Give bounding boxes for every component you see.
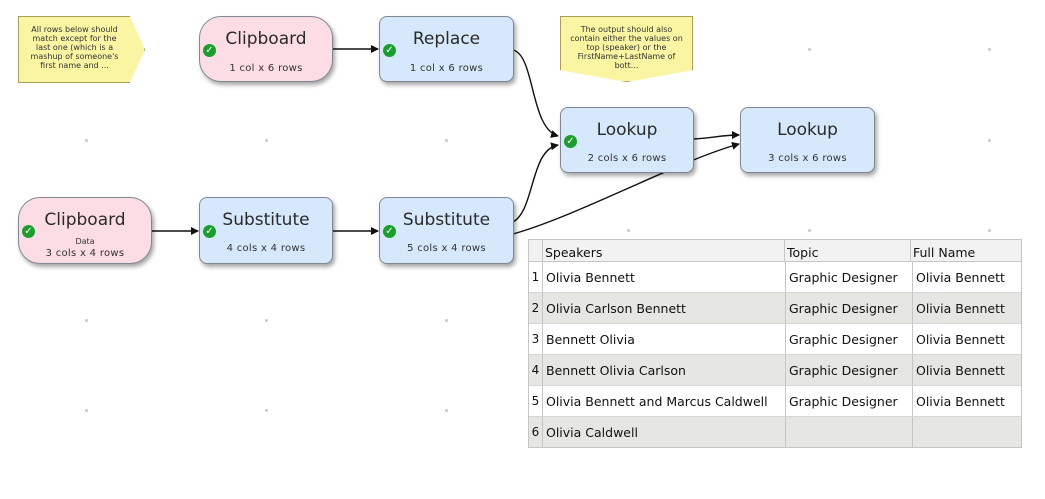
cell-full-name[interactable]: Olivia Bennett: [916, 393, 1005, 409]
cell-topic[interactable]: Graphic Designer: [786, 386, 913, 416]
table-row[interactable]: 1 Olivia Bennett Graphic Designer Olivia…: [529, 262, 1021, 293]
cell-full-name[interactable]: [913, 417, 1021, 447]
cell-topic[interactable]: Graphic Designer: [786, 293, 913, 323]
node-title: Substitute: [222, 210, 310, 230]
cell-speakers[interactable]: Olivia Bennett and Marcus Caldwell: [543, 386, 786, 416]
grid-dot: [808, 229, 811, 232]
grid-dot: [85, 139, 88, 142]
table-row[interactable]: 4 Bennett Olivia Carlson Graphic Designe…: [529, 355, 1021, 386]
cell-topic[interactable]: [786, 417, 913, 447]
column-header-full-name[interactable]: Full Name: [913, 245, 976, 260]
cell-speakers[interactable]: Bennett Olivia: [543, 324, 786, 354]
node-replace[interactable]: ✓ Replace 1 col x 6 rows: [379, 16, 514, 82]
grid-dot: [265, 409, 268, 412]
node-clipboard-data[interactable]: ✓ Clipboard Data 3 cols x 4 rows: [18, 197, 152, 264]
row-index: 3: [529, 324, 543, 354]
grid-dot: [988, 139, 991, 142]
node-size: 3 cols x 6 rows: [768, 153, 847, 164]
row-index: 2: [529, 293, 543, 323]
check-icon: ✓: [564, 135, 577, 148]
check-icon: ✓: [383, 44, 396, 57]
grid-dot: [445, 409, 448, 412]
node-title: Substitute: [402, 210, 491, 230]
grid-dot: [85, 319, 88, 322]
node-size: 1 col x 6 rows: [409, 63, 484, 74]
grid-dot: [627, 229, 630, 232]
cell-topic[interactable]: Graphic Designer: [786, 262, 913, 292]
row-index: 1: [529, 262, 543, 292]
node-title: Lookup: [596, 120, 658, 140]
note-left-text: All rows below should match except for t…: [30, 25, 119, 70]
node-title: Clipboard: [44, 210, 126, 230]
check-icon: ✓: [383, 225, 396, 238]
node-clipboard-top[interactable]: ✓ Clipboard 1 col x 6 rows: [199, 16, 333, 82]
row-index: 5: [529, 386, 543, 416]
column-header-topic[interactable]: Topic: [785, 240, 911, 261]
node-lookup-1[interactable]: ✓ Lookup 2 cols x 6 rows: [560, 107, 694, 173]
cell-topic[interactable]: Graphic Designer: [786, 355, 913, 385]
check-icon: ✓: [203, 44, 216, 57]
node-lookup-2[interactable]: Lookup 3 cols x 6 rows: [740, 107, 875, 173]
node-size: 2 cols x 6 rows: [587, 153, 667, 164]
grid-dot: [445, 139, 448, 142]
table-row[interactable]: 5 Olivia Bennett and Marcus Caldwell Gra…: [529, 386, 1021, 417]
check-icon: ✓: [22, 225, 35, 238]
check-icon: ✓: [203, 225, 216, 238]
cell-full-name[interactable]: Olivia Bennett: [916, 269, 1005, 285]
node-substitute-1[interactable]: ✓ Substitute 4 cols x 4 rows: [199, 197, 333, 264]
grid-dot: [988, 229, 991, 232]
note-right-text: The output should also contain either th…: [570, 25, 683, 70]
node-size: 3 cols x 4 rows: [45, 248, 125, 259]
cell-speakers[interactable]: Bennett Olivia Carlson: [543, 355, 786, 385]
cell-full-name[interactable]: Olivia Bennett: [916, 300, 1005, 316]
cell-speakers[interactable]: Olivia Carlson Bennett: [543, 293, 786, 323]
connector-lookup1-to-lookup2: [692, 131, 740, 140]
connector-substitute2-to-lookup1: [512, 142, 559, 223]
grid-dot: [988, 48, 991, 51]
cell-full-name[interactable]: Olivia Bennett: [916, 362, 1005, 378]
node-size: 1 col x 6 rows: [229, 63, 303, 74]
row-index: 6: [529, 417, 543, 447]
cell-speakers[interactable]: Olivia Bennett: [543, 262, 786, 292]
node-size: 5 cols x 4 rows: [407, 243, 486, 254]
node-label: Data: [75, 237, 95, 246]
connector-substitute2-to-lookup2: [512, 141, 740, 235]
grid-dot: [265, 319, 268, 322]
result-table[interactable]: Speakers Topic Full Name 1 Olivia Bennet…: [528, 239, 1022, 448]
note-left[interactable]: All rows below should match except for t…: [18, 16, 145, 83]
row-index-header: [529, 240, 543, 261]
node-title: Clipboard: [225, 29, 307, 49]
table-header-row: Speakers Topic Full Name: [529, 240, 1021, 262]
cell-full-name[interactable]: Olivia Bennett: [916, 331, 1005, 347]
grid-dot: [445, 319, 448, 322]
connector-replace-to-lookup1: [512, 49, 559, 138]
grid-dot: [265, 139, 268, 142]
table-row[interactable]: 3 Bennett Olivia Graphic Designer Olivia…: [529, 324, 1021, 355]
node-size: 4 cols x 4 rows: [226, 243, 306, 254]
cell-topic[interactable]: Graphic Designer: [786, 324, 913, 354]
table-row[interactable]: 6 Olivia Caldwell: [529, 417, 1021, 447]
node-substitute-2[interactable]: ✓ Substitute 5 cols x 4 rows: [379, 197, 514, 264]
cell-speakers[interactable]: Olivia Caldwell: [543, 417, 786, 447]
column-header-speakers[interactable]: Speakers: [543, 240, 785, 261]
node-title: Replace: [412, 29, 481, 49]
grid-dot: [808, 48, 811, 51]
table-row[interactable]: 2 Olivia Carlson Bennett Graphic Designe…: [529, 293, 1021, 324]
node-title: Lookup: [777, 120, 838, 140]
note-right[interactable]: The output should also contain either th…: [560, 16, 693, 82]
row-index: 4: [529, 355, 543, 385]
grid-dot: [85, 409, 88, 412]
